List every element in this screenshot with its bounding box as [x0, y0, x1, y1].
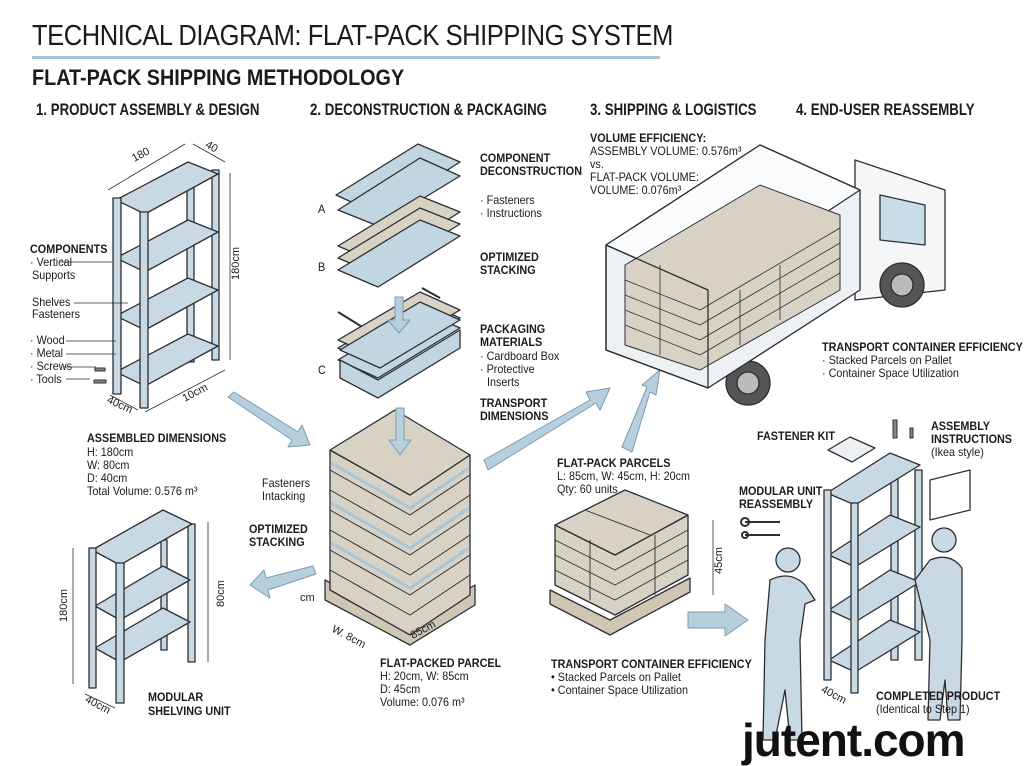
- parcels-spec: Qty: 60 units: [557, 482, 618, 496]
- dimension-lines: [60, 143, 231, 413]
- packaging-item: Inserts: [487, 375, 520, 389]
- assembled-dimensions-title: ASSEMBLED DIMENSIONS: [87, 431, 227, 445]
- component-item: · Metal: [30, 346, 64, 360]
- parcel-title: FLAT-PACKED PARCEL: [380, 656, 502, 670]
- modular-shelf-illustration: [88, 509, 196, 704]
- fastener-kit-card: [827, 436, 876, 463]
- parcels-title: FLAT-PACK PARCELS: [557, 456, 671, 470]
- assembly-instructions-label: ASSEMBLY: [931, 419, 991, 433]
- volume-line: VOLUME: 0.076m³: [590, 183, 682, 197]
- label-b: B: [318, 260, 326, 274]
- component-item: Fasteners: [32, 307, 81, 321]
- truck-efficiency-item: · Stacked Parcels on Pallet: [822, 353, 952, 367]
- assembly-instructions-label: INSTRUCTIONS: [931, 432, 1012, 446]
- assembled-height: H: 180cm: [87, 445, 134, 459]
- components-title: COMPONENTS: [30, 242, 108, 256]
- modular-dim-height: 180cm: [58, 588, 71, 623]
- label-a: A: [318, 202, 326, 216]
- component-item: · Wood: [30, 333, 65, 347]
- modular-dim-right: 80cm: [214, 580, 227, 607]
- assembly-instructions-note: (Ikea style): [931, 445, 984, 459]
- volume-line: vs.: [590, 157, 604, 171]
- person-left: [762, 547, 816, 741]
- pallet-dim-height: cm: [300, 592, 315, 604]
- parcel-spec: Volume: 0.076 m³: [380, 695, 465, 709]
- label-c: C: [318, 363, 326, 377]
- wrench-icons: [740, 517, 780, 539]
- flow-arrows: [227, 296, 749, 637]
- parcels-spec: L: 85cm, W: 45cm, H: 20cm: [557, 469, 691, 483]
- completed-product-label: COMPLETED PRODUCT: [876, 689, 1001, 703]
- dim-height: 180cm: [230, 246, 243, 281]
- fastener-kit-label: FASTENER KIT: [757, 429, 836, 443]
- packaging-label: MATERIALS: [480, 335, 543, 349]
- pallet-dim-height-45: 45cm: [712, 547, 725, 574]
- person-right: [914, 527, 963, 721]
- deconstruction-label: COMPONENT: [480, 151, 551, 165]
- component-item: · Tools: [30, 372, 62, 386]
- pallet-efficiency-title: TRANSPORT CONTAINER EFFICIENCY: [551, 657, 752, 671]
- modular-dimension-lines: [72, 522, 209, 709]
- component-item: · Screws: [30, 359, 73, 373]
- component-item: Shelves: [32, 295, 71, 309]
- parcel-spec: H: 20cm, W: 85cm: [380, 669, 469, 683]
- page-title: TECHNICAL DIAGRAM: FLAT-PACK SHIPPING SY…: [32, 20, 673, 52]
- pallet-efficiency-item: • Container Space Utilization: [551, 683, 689, 697]
- screw-icons: [93, 367, 914, 439]
- optimized-stacking-label-2: OPTIMIZED: [249, 522, 308, 536]
- title-underline: [32, 56, 660, 59]
- instruction-booklet: [929, 469, 971, 521]
- fasteners-item: · Fasteners: [480, 193, 535, 207]
- assembled-shelf-illustration: [112, 161, 220, 409]
- page-subtitle: FLAT-PACK SHIPPING METHODOLOGY: [32, 65, 405, 90]
- optimized-stacking-label: OPTIMIZED: [480, 250, 539, 264]
- step-3-heading: 3. SHIPPING & LOGISTICS: [590, 100, 757, 119]
- modular-label: SHELVING UNIT: [148, 704, 231, 718]
- transport-dimensions-label: DIMENSIONS: [480, 409, 549, 423]
- watermark: jutent.com: [742, 714, 966, 766]
- pallet-efficiency-item: • Stacked Parcels on Pallet: [551, 670, 681, 684]
- modular-reassembly-label: REASSEMBLY: [739, 497, 814, 511]
- step-4-heading: 4. END-USER REASSEMBLY: [796, 100, 975, 119]
- optimized-stacking-label: STACKING: [480, 263, 536, 277]
- fasteners-intacking-label: Fasteners: [262, 476, 311, 490]
- modular-reassembly-label: MODULAR UNIT: [739, 484, 823, 498]
- parcel-spec: D: 45cm: [380, 682, 421, 696]
- parcel-pallet: [549, 489, 714, 636]
- modular-label: MODULAR: [148, 690, 204, 704]
- volume-line: ASSEMBLY VOLUME: 0.576m³: [590, 144, 742, 158]
- deconstructed-panels: [335, 143, 461, 288]
- truck-efficiency-title: TRANSPORT CONTAINER EFFICIENCY: [822, 340, 1023, 354]
- fasteners-intacking-label: Intacking: [262, 489, 306, 503]
- step-1-heading: 1. PRODUCT ASSEMBLY & DESIGN: [36, 100, 260, 119]
- packaging-item: · Protective: [480, 362, 535, 376]
- instructions-item: · Instructions: [480, 206, 542, 220]
- volume-line: FLAT-PACK VOLUME:: [590, 170, 699, 184]
- component-item: Supports: [32, 268, 76, 282]
- transport-dimensions-label: TRANSPORT: [480, 396, 548, 410]
- completed-shelf-illustration: [823, 452, 923, 694]
- deconstruction-label: DECONSTRUCTION: [480, 164, 583, 178]
- step-2-heading: 2. DECONSTRUCTION & PACKAGING: [310, 100, 547, 119]
- packaging-item: · Cardboard Box: [480, 349, 560, 363]
- truck-efficiency-item: · Container Space Utilization: [822, 366, 959, 380]
- completed-product-note: (Identical to Step 1): [876, 702, 970, 716]
- packaging-label: PACKAGING: [480, 322, 546, 336]
- assembled-volume: Total Volume: 0.576 m³: [87, 484, 198, 498]
- assembled-depth: D: 40cm: [87, 471, 128, 485]
- optimized-stacking-label-2: STACKING: [249, 535, 305, 549]
- delivery-truck: [605, 144, 946, 406]
- component-item: · Vertical: [30, 255, 73, 269]
- assembled-width: W: 80cm: [87, 458, 130, 472]
- flat-packed-pallet-stack: [324, 409, 476, 646]
- volume-efficiency-title: VOLUME EFFICIENCY:: [590, 131, 707, 145]
